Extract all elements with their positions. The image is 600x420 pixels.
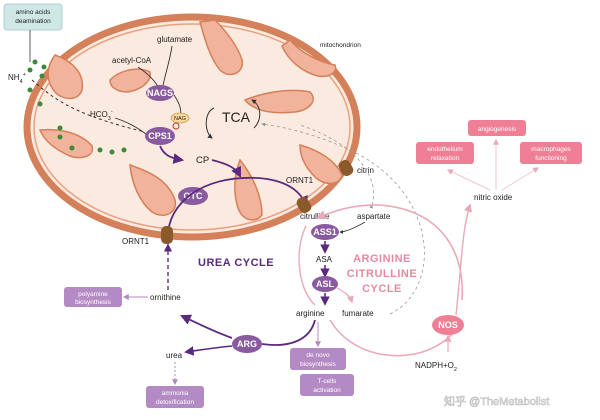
amino-acids-line2: deamination [15,18,51,25]
ass1-enzyme [311,224,339,240]
fumarate-label: fumarate [342,309,374,318]
no-to-macrophages [501,167,540,191]
ass1-label: ASS1 [313,227,337,237]
arg-to-ornithine-arc [180,314,233,339]
nos-label: NOS [438,320,458,330]
angiogenesis-box [468,120,526,136]
urea-cycle-title: UREA CYCLE [198,257,274,269]
amino-acids-box [3,3,63,31]
arg-cit-cycle-line3: CYCLE [362,283,402,295]
nh4-label: NH4+ [8,72,26,85]
arg-cit-cycle-line1: ARGININE [353,253,411,265]
acetyl-coa-label: acetyl-CoA [112,56,152,65]
asl-label: ASL [316,279,335,289]
aspartate-label: aspartate [357,212,391,221]
fumarate-to-tca-dashed [261,122,425,315]
denovo-box [290,348,346,370]
tca-to-aspartate-dashed [299,124,375,209]
polyamine-line2: biosynthesis [75,299,112,306]
angiogenesis-label: angiogenesis [478,126,517,133]
tca-cycle-left [205,107,215,139]
helper [302,226,315,306]
no-to-endothelium [446,169,491,191]
endothelium-box [416,142,474,164]
inner-membrane [33,23,351,231]
tcells-line1: T-cells [318,378,338,385]
polyamine-box [64,287,122,307]
nos-enzyme [432,315,464,335]
ornt1-transporter-bottom [161,226,173,244]
citrin-transporter [338,159,354,177]
hco3-label: HCO3- [90,109,113,122]
ammonia-line1: ammonia [162,390,189,397]
endothelium-line2: relaxation [431,155,460,162]
arg-cit-cycle-line2: CITRULLINE [347,268,417,280]
nh4-transport-path [31,79,146,133]
aspartate-to-ass1 [339,221,366,234]
mitochondrion-membrane [23,13,361,241]
cps1-enzyme [145,127,175,145]
cp-label: CP [196,155,209,166]
asa-label: ASA [316,255,333,264]
cp-to-otc-arrow [211,159,241,178]
ornt1-top-label: ORNT1 [286,176,314,185]
tcells-line2: activation [313,387,341,394]
ammonia-line2: detoxification [156,399,194,406]
nags-label: NAGS [147,88,173,98]
watermark: 知乎 @TheMetabolist [444,394,549,408]
pink-cycle-top [316,204,463,301]
polyamine-line1: polyamine [78,291,108,298]
cristae [38,19,343,221]
endothelium-line1: endothelium [427,146,462,153]
asl-to-fumarate-arrow [336,287,354,304]
otc-enzyme [178,187,208,205]
asl-enzyme [312,276,338,292]
cps1-to-cp-arrow [159,145,185,164]
macrophages-line1: macrophages [531,146,571,153]
arg-to-urea-arrow [184,345,233,356]
arginine-to-arg-arc [261,319,316,346]
mitochondrion-label: mitochondrion [320,42,361,49]
hco3-line [114,117,147,135]
nags-enzyme [146,85,174,101]
nitric-oxide-label: nitric oxide [474,193,513,202]
amino-acids-line1: amino acids [16,9,51,16]
glutamate-label: glutamate [157,35,193,44]
cps1-label: CPS1 [148,131,172,141]
macrophages-line2: functioning [535,155,567,162]
nag-binding-marker [172,122,180,130]
ornt1-transporter-top [296,196,312,214]
arg-enzyme [232,335,262,353]
otc-label: OTC [184,191,203,201]
arg-label: ARG [237,339,257,349]
ammonia-box [146,386,204,408]
tcells-box [300,374,354,396]
urea-label: urea [166,351,183,360]
nadph-label: NADPH+O2 [415,361,457,373]
citrulline-label: citrulline [300,212,330,221]
nos-to-nitric-oxide [455,203,472,316]
ammonia-dots [27,59,127,155]
ornithine-label: ornithine [150,293,181,302]
ornt1-bottom-label: ORNT1 [122,237,150,246]
nag-molecule [170,112,190,124]
pink-cycle-left [298,225,316,306]
macrophages-box [520,142,582,164]
arginine-label: arginine [296,309,325,318]
denovo-line1: de novo [306,352,330,359]
urea-cycle-mito-arc [167,177,308,237]
tca-label: TCA [222,109,251,125]
citrin-label: citrin [357,166,374,175]
tca-cycle-right [251,99,261,129]
nag-label: NAG [174,116,186,122]
denovo-line2: biosynthesis [300,361,337,368]
